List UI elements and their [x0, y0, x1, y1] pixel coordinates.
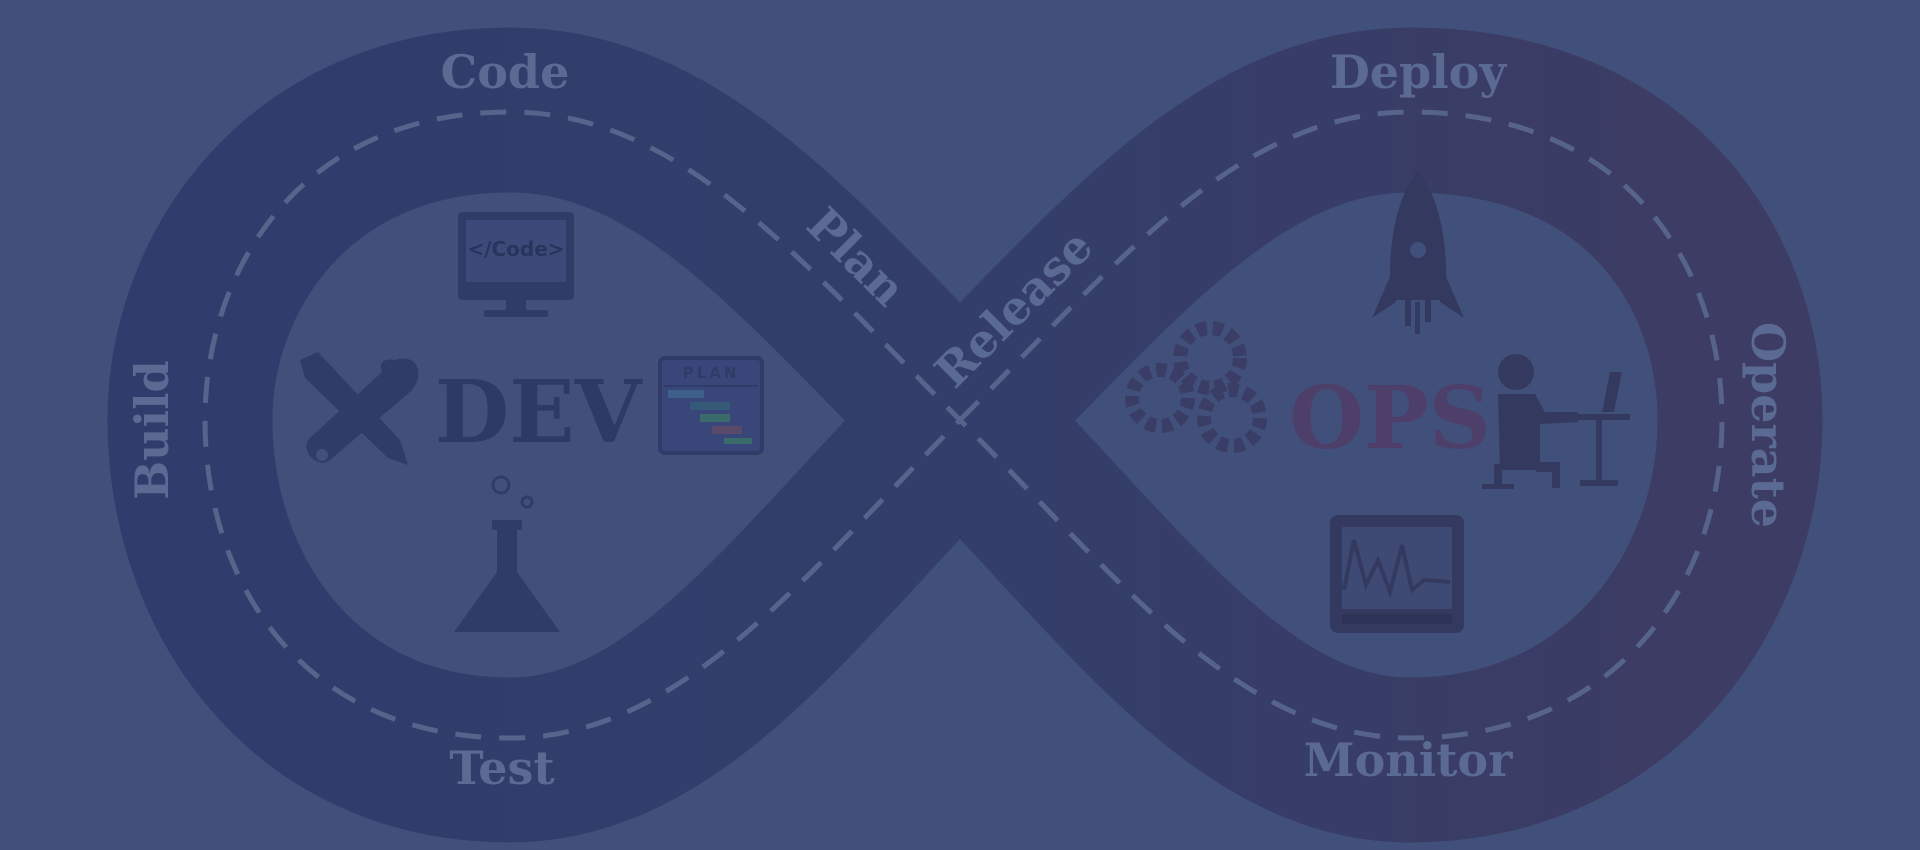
ops-label: OPS — [1289, 368, 1491, 469]
stage-label-operate: Operate — [1741, 322, 1795, 528]
stage-label-test: Test — [449, 741, 555, 795]
code-icon-text: </Code> — [467, 237, 564, 261]
infinity-dashed-line — [202, 109, 1725, 741]
tools-icon — [300, 352, 419, 465]
stage-label-code: Code — [441, 45, 570, 99]
stage-label-monitor: Monitor — [1304, 733, 1513, 787]
dev-label: DEV — [435, 362, 643, 463]
flask-icon — [454, 475, 560, 632]
gears-icon — [1125, 321, 1267, 453]
code-monitor-icon: </Code> — [458, 212, 574, 317]
worker-desk-icon — [1482, 354, 1630, 489]
plan-icon-text: PLAN — [683, 364, 740, 382]
monitor-graph-icon — [1330, 515, 1464, 633]
stage-label-deploy: Deploy — [1330, 45, 1507, 99]
gear-holes — [1148, 344, 1244, 430]
rocket-icon — [1372, 170, 1464, 334]
plan-chart-icon: PLAN — [658, 356, 764, 455]
stage-label-build: Build — [125, 360, 179, 499]
